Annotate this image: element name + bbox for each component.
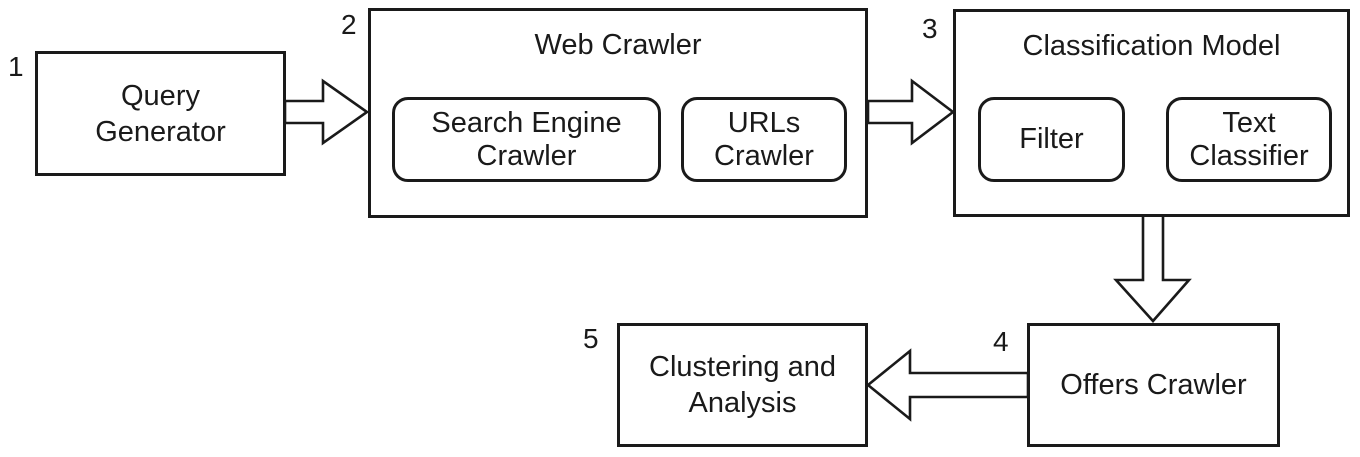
web-crawler-title: Web Crawler	[534, 29, 702, 61]
step-number-4: 4	[993, 326, 1009, 357]
arrow-offers-to-clustering	[865, 348, 1030, 422]
offers-crawler-label: Offers Crawler	[1060, 369, 1247, 401]
classification-model-box: Classification Model Filter Text Classif…	[953, 9, 1350, 217]
filter-box: Filter	[978, 97, 1125, 182]
query-generator-label: Query Generator	[95, 79, 226, 148]
arrow-webcrawler-to-classification	[866, 78, 956, 146]
urls-crawler-box: URLs Crawler	[681, 97, 847, 182]
step-number-5: 5	[583, 323, 599, 354]
step-number-1: 1	[8, 51, 24, 82]
step-number-2: 2	[341, 9, 357, 40]
step-number-3: 3	[922, 13, 938, 44]
clustering-analysis-label: Clustering and Analysis	[649, 351, 836, 419]
arrow-classification-to-offers	[1113, 212, 1192, 323]
text-classifier-box: Text Classifier	[1166, 97, 1332, 182]
classification-model-title: Classification Model	[1022, 30, 1281, 62]
offers-crawler-box: Offers Crawler	[1027, 323, 1280, 447]
arrow-query-to-webcrawler	[283, 78, 370, 146]
clustering-analysis-box: Clustering and Analysis	[617, 323, 868, 447]
query-generator-box: Query Generator	[35, 51, 286, 176]
web-crawler-box: Web Crawler Search Engine Crawler URLs C…	[368, 8, 868, 218]
search-engine-crawler-box: Search Engine Crawler	[392, 97, 661, 182]
